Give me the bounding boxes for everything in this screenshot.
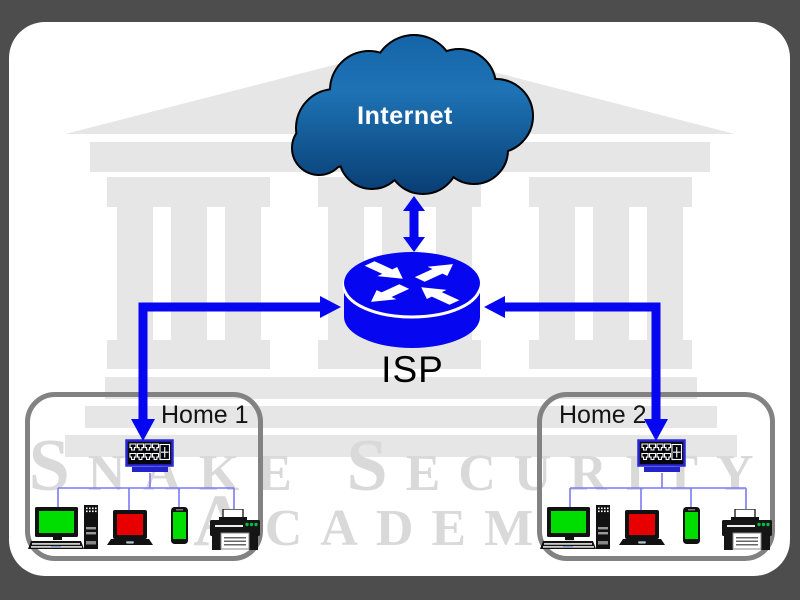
arrow-to-router-left <box>320 296 341 318</box>
arrow-to-router-top <box>403 237 425 252</box>
internet-label: Internet <box>357 102 453 130</box>
printer-icon <box>210 509 260 550</box>
home2-label: Home 2 <box>559 401 647 429</box>
laptop-icon <box>619 510 665 545</box>
arrow-to-home2 <box>644 419 668 441</box>
home1-lan-lines <box>57 473 235 511</box>
home2-box: Home 2 <box>537 392 775 561</box>
desktop-computer-icon <box>28 505 98 549</box>
arrow-to-home1 <box>131 419 155 441</box>
printer-icon <box>722 509 772 550</box>
ethernet-switch-icon <box>637 439 686 472</box>
smartphone-icon <box>171 507 188 544</box>
isp-label: ISP <box>381 349 444 390</box>
isp-router-icon <box>342 252 482 348</box>
arrow-to-router-right <box>484 296 505 318</box>
home2-lan-lines <box>569 473 747 511</box>
arrow-to-cloud <box>403 196 425 211</box>
smartphone-icon <box>683 507 700 544</box>
laptop-icon <box>107 510 153 545</box>
home1-label: Home 1 <box>161 401 249 429</box>
internet-cloud-icon <box>291 34 534 195</box>
desktop-computer-icon <box>540 505 610 549</box>
ethernet-switch-icon <box>125 439 174 472</box>
